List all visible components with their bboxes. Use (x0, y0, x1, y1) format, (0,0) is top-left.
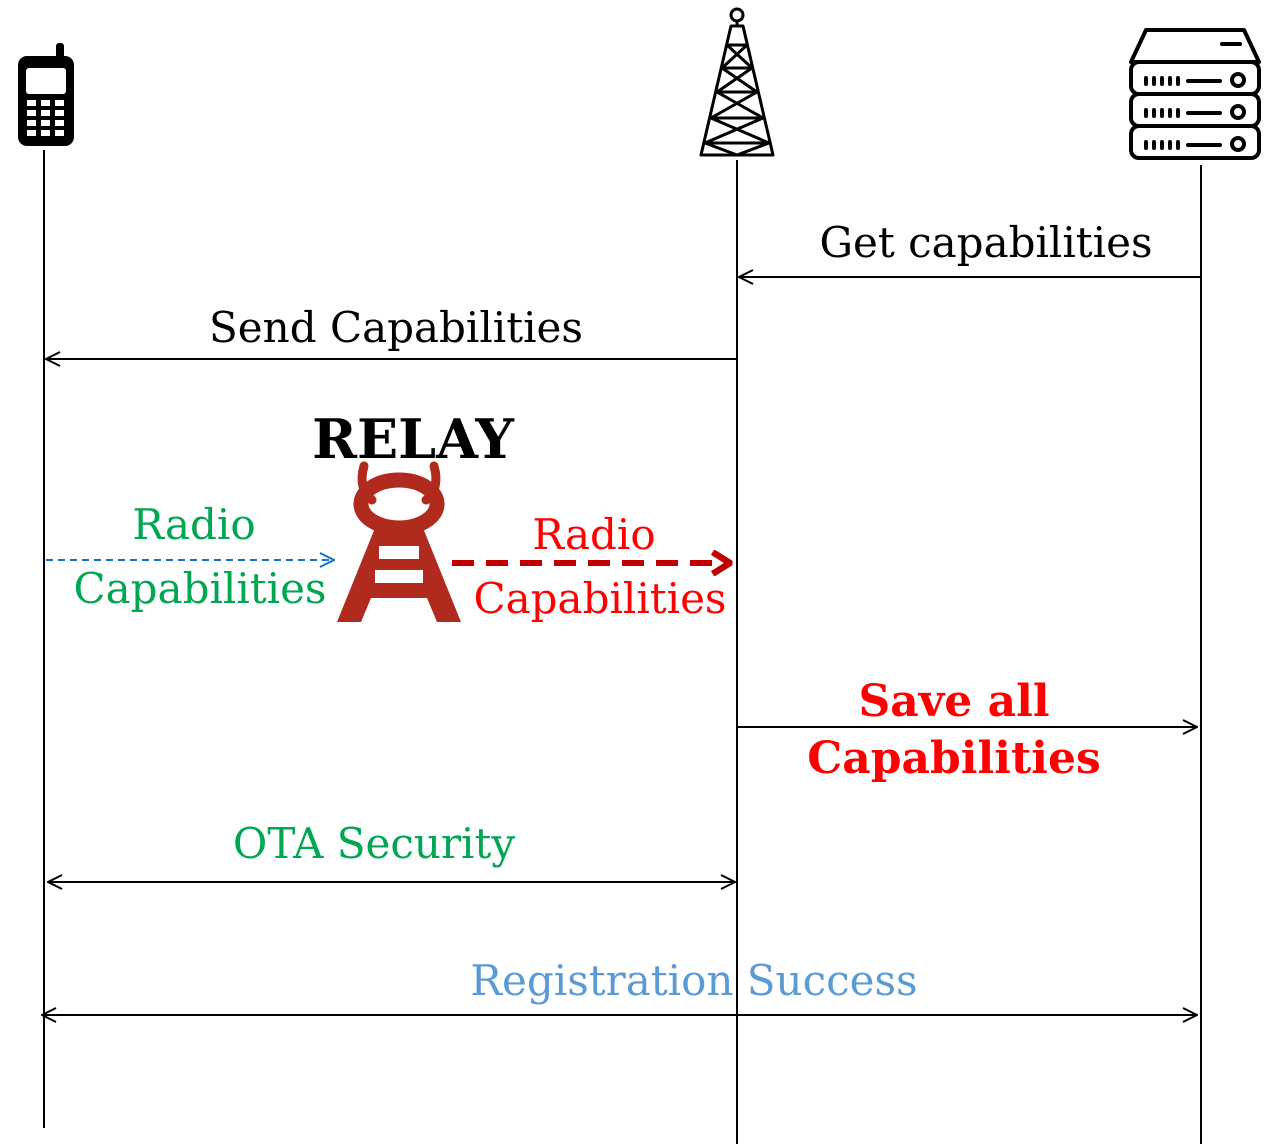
send-capabilities-label: Send Capabilities (209, 303, 583, 352)
radio-capabilities-relay-line1: Radio (532, 510, 655, 559)
radio-capabilities-ue-line1: Radio (132, 500, 255, 549)
ota-security-label: OTA Security (233, 819, 515, 868)
devil-tower-icon (337, 461, 461, 622)
server-rack-icon (1129, 28, 1261, 160)
cell-tower-icon (699, 7, 775, 157)
radio-capabilities-ue-line2: Capabilities (73, 564, 326, 613)
save-capabilities-line2: Capabilities (807, 733, 1101, 784)
relay-label: RELAY (312, 407, 515, 471)
mobile-phone-icon (18, 43, 74, 146)
registration-success-label: Registration Success (470, 956, 917, 1005)
radio-capabilities-relay-line2: Capabilities (473, 574, 726, 623)
get-capabilities-label: Get capabilities (819, 218, 1152, 267)
save-capabilities-line1: Save all (858, 676, 1049, 727)
